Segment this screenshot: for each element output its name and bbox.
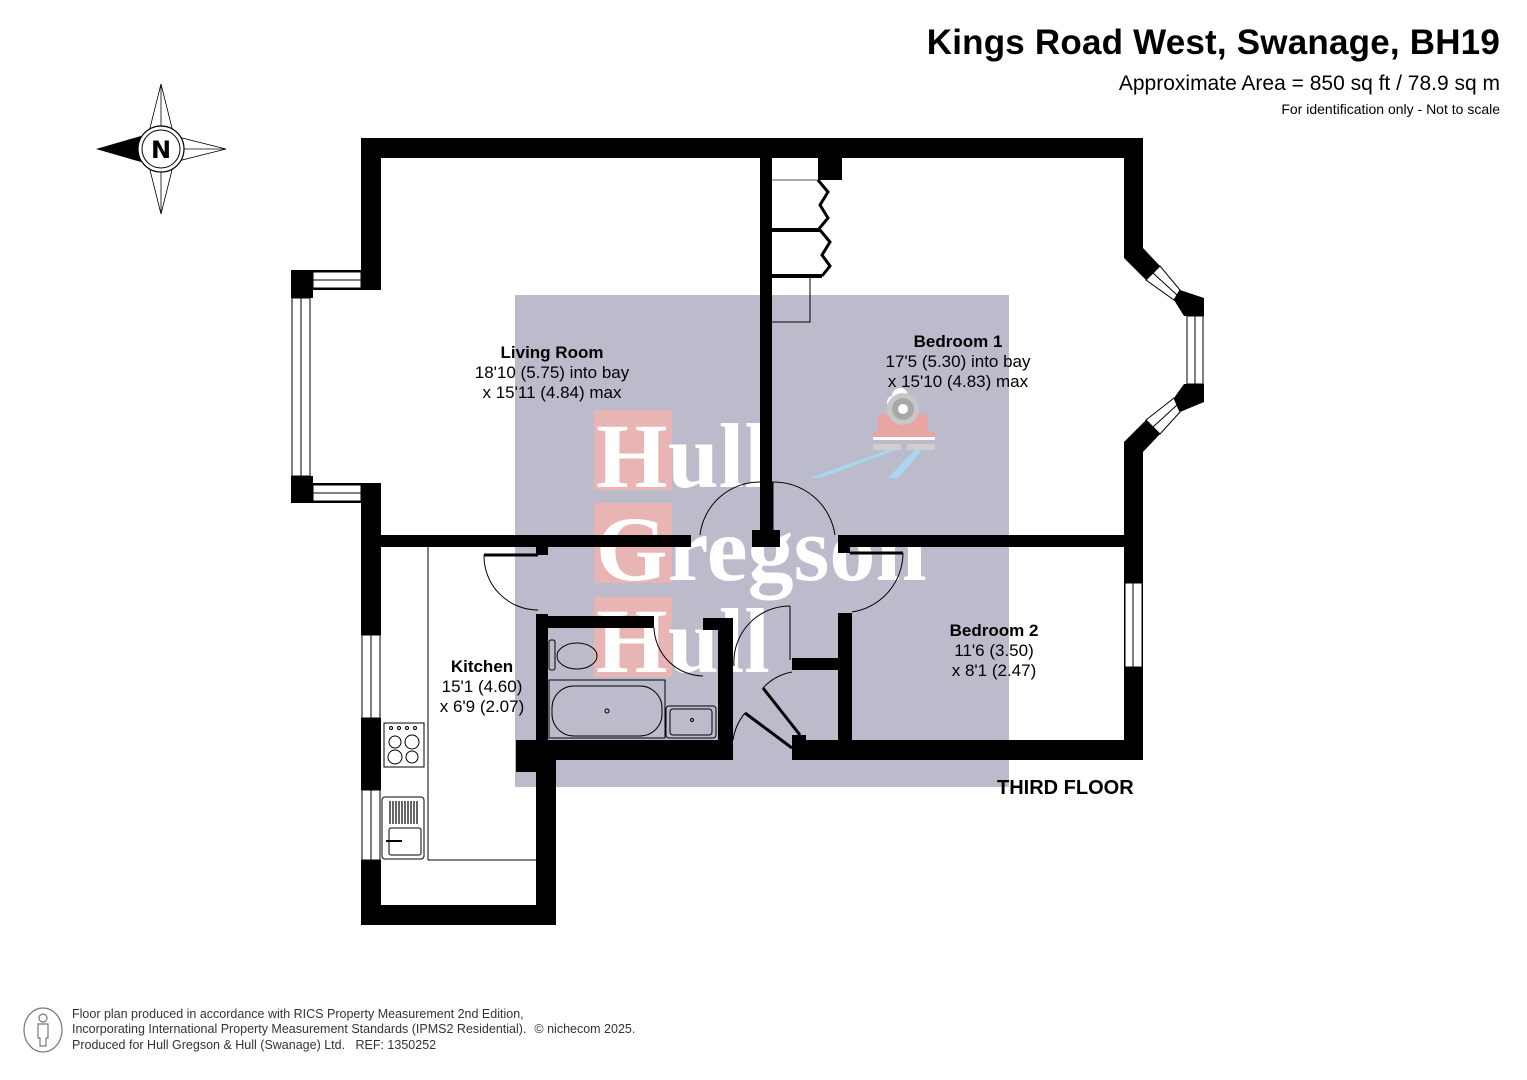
- room-dimension: x 15'10 (4.83) max: [887, 372, 1029, 391]
- room-label-kitchen: Kitchen 15'1 (4.60) x 6'9 (2.07): [440, 657, 525, 717]
- room-dimension: 18'10 (5.75) into bay: [474, 363, 630, 382]
- room-dimension: 15'1 (4.60): [441, 677, 523, 696]
- svg-text:Hull: Hull: [596, 405, 770, 507]
- reference-number: REF: 1350252: [355, 1037, 437, 1052]
- floor-label: THIRD FLOOR: [997, 777, 1134, 799]
- room-dimension: x 8'1 (2.47): [951, 661, 1037, 680]
- bathroom-fixtures: [548, 639, 717, 739]
- header: Kings Road West, Swanage, BH19 Approxima…: [927, 22, 1500, 119]
- room-dimension: x 6'9 (2.07): [439, 697, 525, 716]
- room-name: Kitchen: [450, 657, 514, 676]
- svg-text:Gregson: Gregson: [596, 498, 927, 600]
- kitchen-sink-icon: [381, 796, 425, 860]
- person-scale-icon: [23, 1007, 63, 1053]
- footer-line-1: Floor plan produced in accordance with R…: [72, 1006, 524, 1021]
- door-swings: [483, 481, 904, 750]
- bathtub-icon: [548, 679, 666, 739]
- room-dimension: 17'5 (5.30) into bay: [885, 352, 1031, 371]
- svg-text:Hull: Hull: [596, 590, 770, 692]
- toilet-icon: [556, 642, 598, 670]
- watermark-initial-box: [594, 410, 672, 490]
- copyright: © nichecom 2025.: [534, 1022, 636, 1037]
- train-logo-icon: [810, 388, 935, 478]
- room-name: Bedroom 2: [949, 621, 1039, 640]
- sink-icon: [665, 705, 717, 739]
- kitchen-fixtures: [381, 547, 536, 861]
- room-label-bedroom-1: Bedroom 1 17'5 (5.30) into bay x 15'10 (…: [885, 332, 1030, 392]
- compass-letter: N: [151, 136, 171, 164]
- room-name: Bedroom 1: [913, 332, 1003, 351]
- windows: [291, 265, 1204, 861]
- hob-icon: [383, 722, 425, 768]
- watermark-initial-box: [594, 597, 672, 677]
- room-dimension: x 15'11 (4.84) max: [482, 383, 622, 402]
- room-name: Living Room: [500, 343, 604, 362]
- disclaimer-note: For identification only - Not to scale: [1281, 101, 1500, 117]
- room-dimension: 11'6 (3.50): [954, 641, 1034, 660]
- footer-text: Floor plan produced in accordance with R…: [72, 1007, 635, 1054]
- room-label-living-room: Living Room 18'10 (5.75) into bay x 15'1…: [475, 343, 629, 403]
- property-title: Kings Road West, Swanage, BH19: [926, 23, 1500, 62]
- compass-north-icon: N: [96, 83, 227, 215]
- footer-line-2: Incorporating International Property Mea…: [72, 1022, 636, 1037]
- wardrobe: [772, 179, 832, 323]
- footer-line-3: Produced for Hull Gregson & Hull (Swanag…: [72, 1037, 437, 1052]
- toilet-cistern-icon: [548, 639, 556, 671]
- room-label-bedroom-2: Bedroom 2 11'6 (3.50) x 8'1 (2.47): [950, 621, 1039, 681]
- approximate-area: Approximate Area = 850 sq ft / 78.9 sq m: [1118, 72, 1500, 95]
- footer: Floor plan produced in accordance with R…: [22, 1006, 635, 1054]
